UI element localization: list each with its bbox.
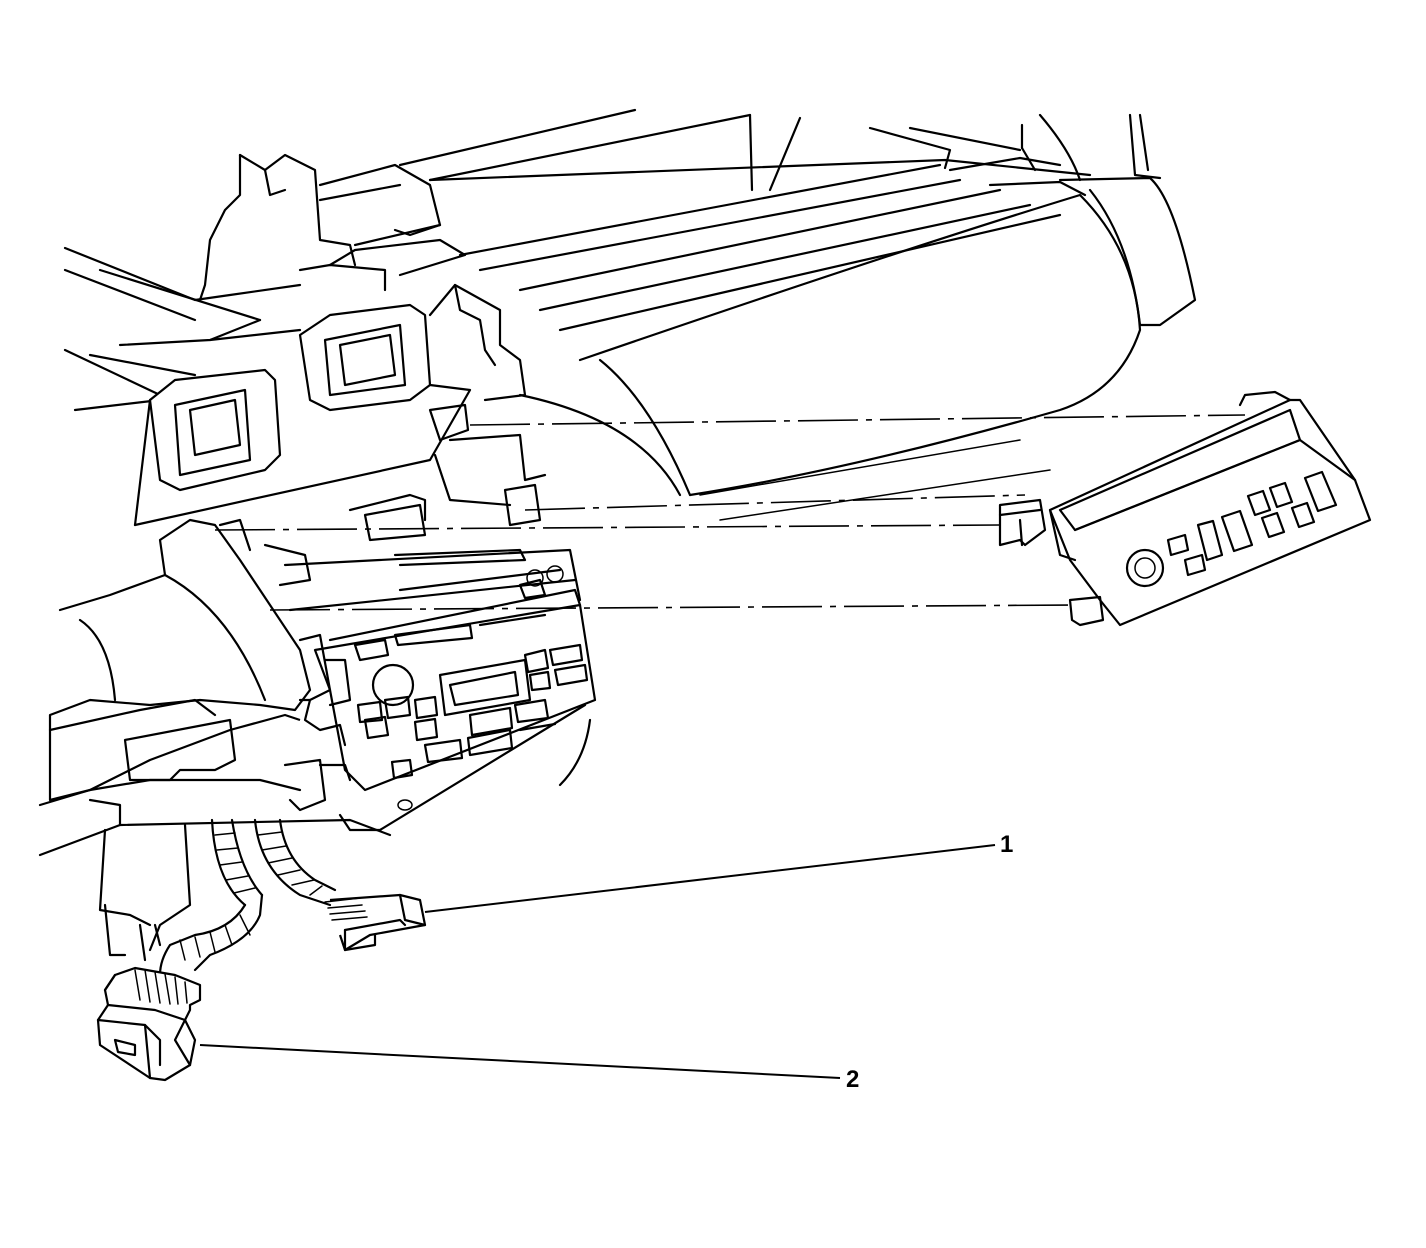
- callout-leaders: [199, 844, 996, 1079]
- wiring-harness: [98, 818, 427, 977]
- dashboard-upper-structure: [63, 108, 1197, 521]
- radio-control-head: [283, 548, 597, 812]
- mounting-bracket: [218, 403, 547, 587]
- leader-line-1: [424, 844, 996, 913]
- callout-1: 1: [1000, 831, 1014, 858]
- instrument-panel-lower-trim: [38, 518, 592, 857]
- callout-2: 2: [846, 1066, 860, 1093]
- leader-line-2: [199, 1044, 841, 1079]
- control-module: [998, 390, 1372, 627]
- center-air-outlets: [133, 283, 527, 527]
- connector-2: [96, 966, 202, 1082]
- assembly-phantom-lines: [214, 414, 1246, 611]
